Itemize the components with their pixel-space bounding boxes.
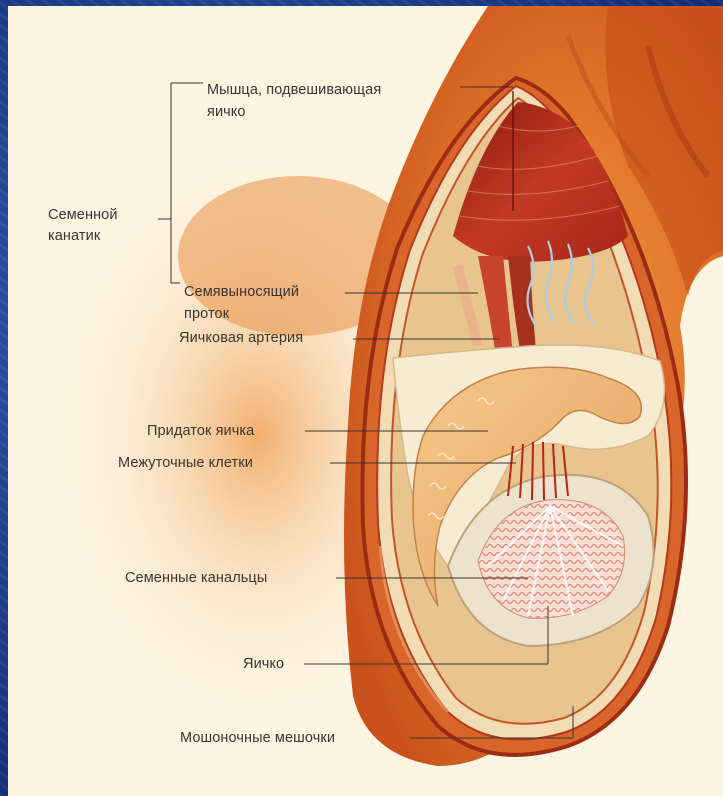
testis-anatomy-illustration bbox=[8, 6, 723, 796]
illustration-panel: Мышца, подвешивающая яичко Семенной кана… bbox=[8, 6, 723, 796]
label-vas-deferens-line1: Семявыносящий bbox=[184, 284, 299, 301]
label-cremaster-line2: яичко bbox=[207, 104, 246, 121]
label-testis: Яичко bbox=[243, 656, 284, 673]
label-spermatic-cord-line1: Семенной bbox=[48, 207, 118, 224]
label-scrotal-sacs: Мошоночные мешочки bbox=[180, 730, 335, 747]
label-testicular-artery: Яичковая артерия bbox=[179, 330, 303, 347]
label-epididymis: Придаток яичка bbox=[147, 423, 254, 440]
label-interstitial-cells: Межуточные клетки bbox=[118, 455, 253, 472]
label-cremaster-line1: Мышца, подвешивающая bbox=[207, 82, 381, 99]
label-seminiferous-tubules: Семенные канальцы bbox=[125, 570, 267, 587]
label-spermatic-cord-line2: канатик bbox=[48, 228, 100, 245]
label-vas-deferens-line2: проток bbox=[184, 306, 229, 323]
